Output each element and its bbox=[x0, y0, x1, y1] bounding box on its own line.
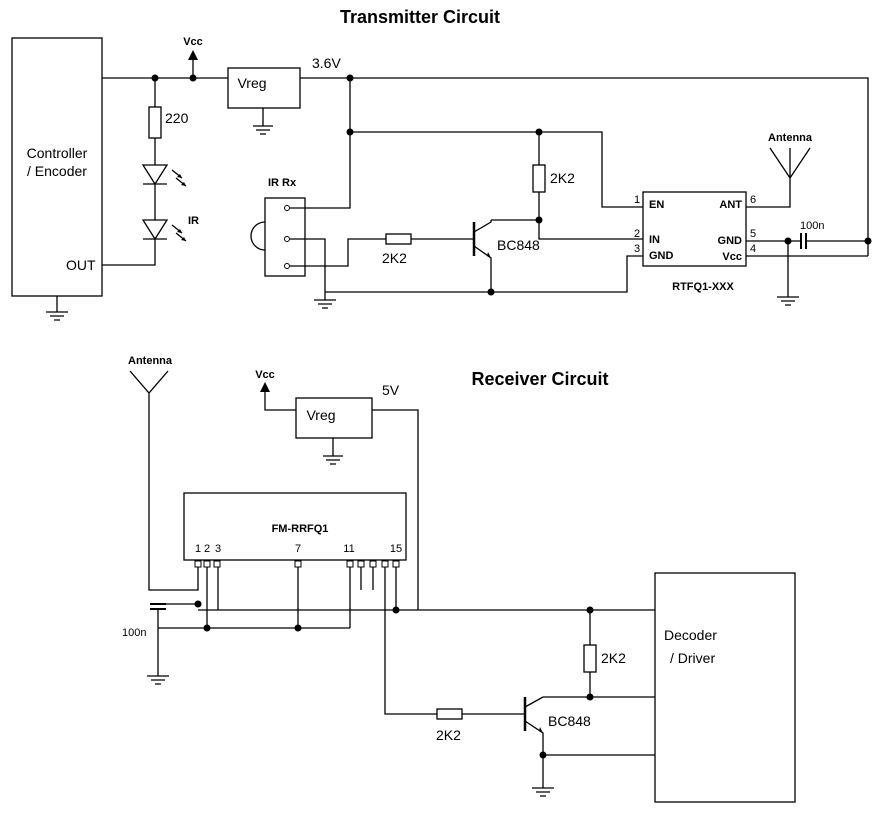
fm-rrfq1-name: FM-RRFQ1 bbox=[272, 523, 329, 535]
ir-ground-icon bbox=[314, 296, 336, 309]
vcc-arrow-icon: Vcc bbox=[183, 36, 203, 78]
regulated-rail-wire bbox=[300, 77, 869, 256]
led2-icon bbox=[141, 219, 187, 242]
controller-ground-icon bbox=[46, 296, 68, 321]
rtfq1-module: 1 EN 2 IN 3 GND ANT 6 GND 5 Vcc 4 bbox=[634, 191, 756, 267]
svg-text:2: 2 bbox=[634, 228, 640, 240]
decoder-driver-block: Decoder / Driver bbox=[654, 572, 796, 803]
rx-transistor-ground-icon bbox=[532, 787, 554, 797]
svg-text:IN: IN bbox=[649, 234, 660, 246]
rx-resistor-collector-label: 2K2 bbox=[601, 650, 626, 666]
svg-text:EN: EN bbox=[649, 199, 664, 211]
receiver-circuit: Receiver Circuit Antenna Vcc Vreg 5V FM-… bbox=[122, 355, 796, 803]
rx-capacitor-label: 100n bbox=[122, 627, 146, 639]
transistor-label: BC848 bbox=[497, 237, 540, 253]
rx-antenna-label: Antenna bbox=[128, 355, 173, 367]
transmitter-title: Transmitter Circuit bbox=[340, 7, 500, 27]
rx-antenna-icon bbox=[129, 370, 199, 591]
tx-capacitor-label: 100n bbox=[800, 220, 824, 232]
svg-text:7: 7 bbox=[295, 543, 301, 555]
resistor-collector-2k2: 2K2 bbox=[532, 164, 575, 193]
voltage-label: 3.6V bbox=[312, 55, 341, 71]
resistor-220-label: 220 bbox=[165, 110, 189, 126]
rx-transistor-bc848: BC848 bbox=[523, 696, 591, 788]
decoder-label-line1: Decoder bbox=[664, 627, 717, 643]
resistor-base-label: 2K2 bbox=[382, 250, 407, 266]
tx-ground-icon bbox=[777, 296, 799, 306]
decoder-label-line2: / Driver bbox=[670, 650, 715, 666]
svg-text:15: 15 bbox=[390, 543, 402, 555]
svg-text:4: 4 bbox=[750, 243, 756, 255]
rx-capacitor-100n: 100n bbox=[122, 603, 166, 639]
resistor-base-2k2: 2K2 bbox=[382, 233, 412, 266]
rx-transistor-label: BC848 bbox=[548, 713, 591, 729]
rx-resistor-base-label: 2K2 bbox=[436, 727, 461, 743]
tx-antenna-icon bbox=[746, 147, 811, 208]
controller-label-line2: / Encoder bbox=[27, 163, 87, 179]
resistor-220: 220 bbox=[148, 106, 189, 139]
svg-text:3: 3 bbox=[634, 243, 640, 255]
svg-text:ANT: ANT bbox=[719, 199, 742, 211]
rx-vcc-label: Vcc bbox=[255, 369, 275, 381]
svg-text:1: 1 bbox=[195, 543, 201, 555]
vcc-label: Vcc bbox=[183, 36, 203, 48]
rx-vcc-arrow-icon: Vcc bbox=[255, 369, 296, 411]
ir-label: IR bbox=[188, 215, 199, 227]
svg-text:3: 3 bbox=[215, 543, 221, 555]
svg-text:5: 5 bbox=[750, 228, 756, 240]
tx-antenna-label: Antenna bbox=[768, 132, 813, 144]
rtfq1-name: RTFQ1-XXX bbox=[672, 281, 734, 293]
controller-encoder-block: Controller / Encoder OUT bbox=[11, 37, 103, 297]
transmitter-circuit: Transmitter Circuit Controller / Encoder… bbox=[11, 7, 872, 321]
svg-text:2: 2 bbox=[204, 543, 210, 555]
rx-capacitor-ground-icon bbox=[147, 675, 169, 685]
svg-text:Vcc: Vcc bbox=[722, 251, 742, 263]
vreg-block: Vreg bbox=[227, 67, 301, 135]
svg-text:GND: GND bbox=[649, 250, 674, 262]
resistor-collector-label: 2K2 bbox=[550, 170, 575, 186]
rx-vreg-label: Vreg bbox=[306, 407, 335, 423]
ir-receiver bbox=[250, 197, 306, 277]
rx-resistor-collector-2k2: 2K2 bbox=[583, 644, 626, 673]
led1-icon bbox=[141, 164, 187, 187]
controller-label-line1: Controller bbox=[27, 145, 88, 161]
rx-resistor-base-2k2: 2K2 bbox=[436, 708, 463, 743]
rx-voltage-label: 5V bbox=[382, 382, 400, 398]
svg-text:GND: GND bbox=[718, 235, 743, 247]
ir-rx-label: IR Rx bbox=[268, 177, 297, 189]
controller-out-label: OUT bbox=[66, 257, 96, 273]
rx-vreg-block: Vreg bbox=[295, 397, 373, 465]
vreg-label: Vreg bbox=[237, 75, 266, 91]
receiver-title: Receiver Circuit bbox=[471, 369, 608, 389]
tx-capacitor-100n: 100n bbox=[800, 220, 824, 249]
svg-text:1: 1 bbox=[634, 194, 640, 206]
transistor-bc848: BC848 bbox=[472, 220, 540, 292]
svg-text:6: 6 bbox=[750, 194, 756, 206]
fm-rrfq1-module: FM-RRFQ1 1 2 3 7 11 15 bbox=[183, 492, 407, 568]
svg-text:11: 11 bbox=[343, 543, 354, 555]
